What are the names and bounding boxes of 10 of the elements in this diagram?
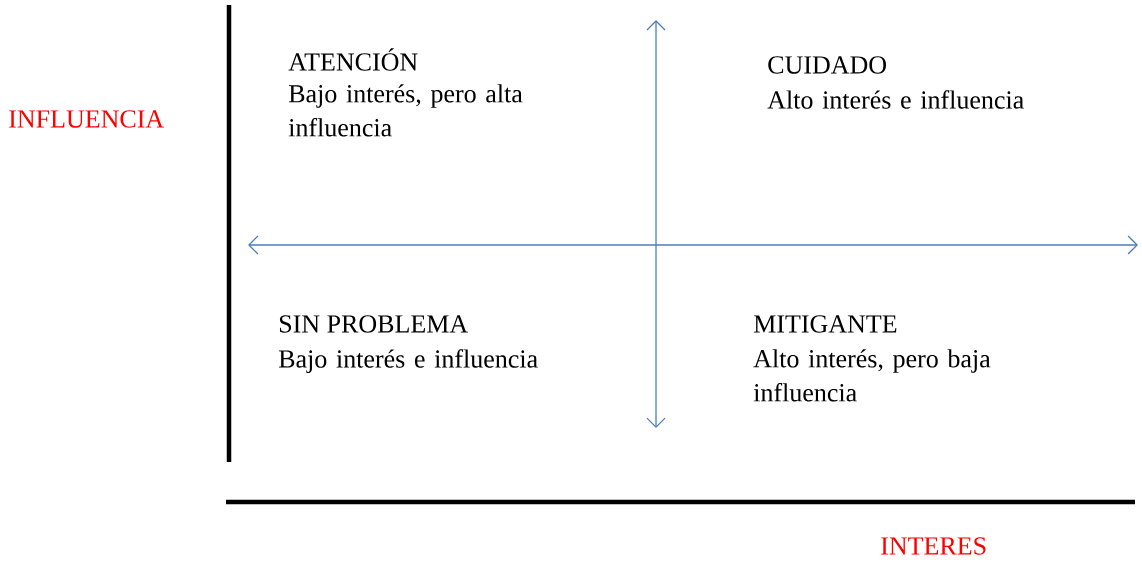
quadrant-heading: SIN PROBLEMA [279, 315, 468, 333]
axis-title: INTERES [881, 537, 986, 555]
quadrant-description: Alto interés, pero baja influencia [753, 349, 991, 402]
axis-title: INFLUENCIA [9, 110, 164, 128]
quadrant-heading: ATENCIÓN [288, 48, 418, 71]
quadrant-description: Alto interés e influencia [767, 90, 1024, 109]
quadrant-description: Bajo interés e influencia [278, 349, 538, 374]
quadrant-heading: MITIGANTE [753, 315, 897, 333]
quadrant-heading: CUIDADO [768, 56, 886, 74]
quadrant-description: Bajo interés, pero alta influencia [288, 84, 523, 137]
